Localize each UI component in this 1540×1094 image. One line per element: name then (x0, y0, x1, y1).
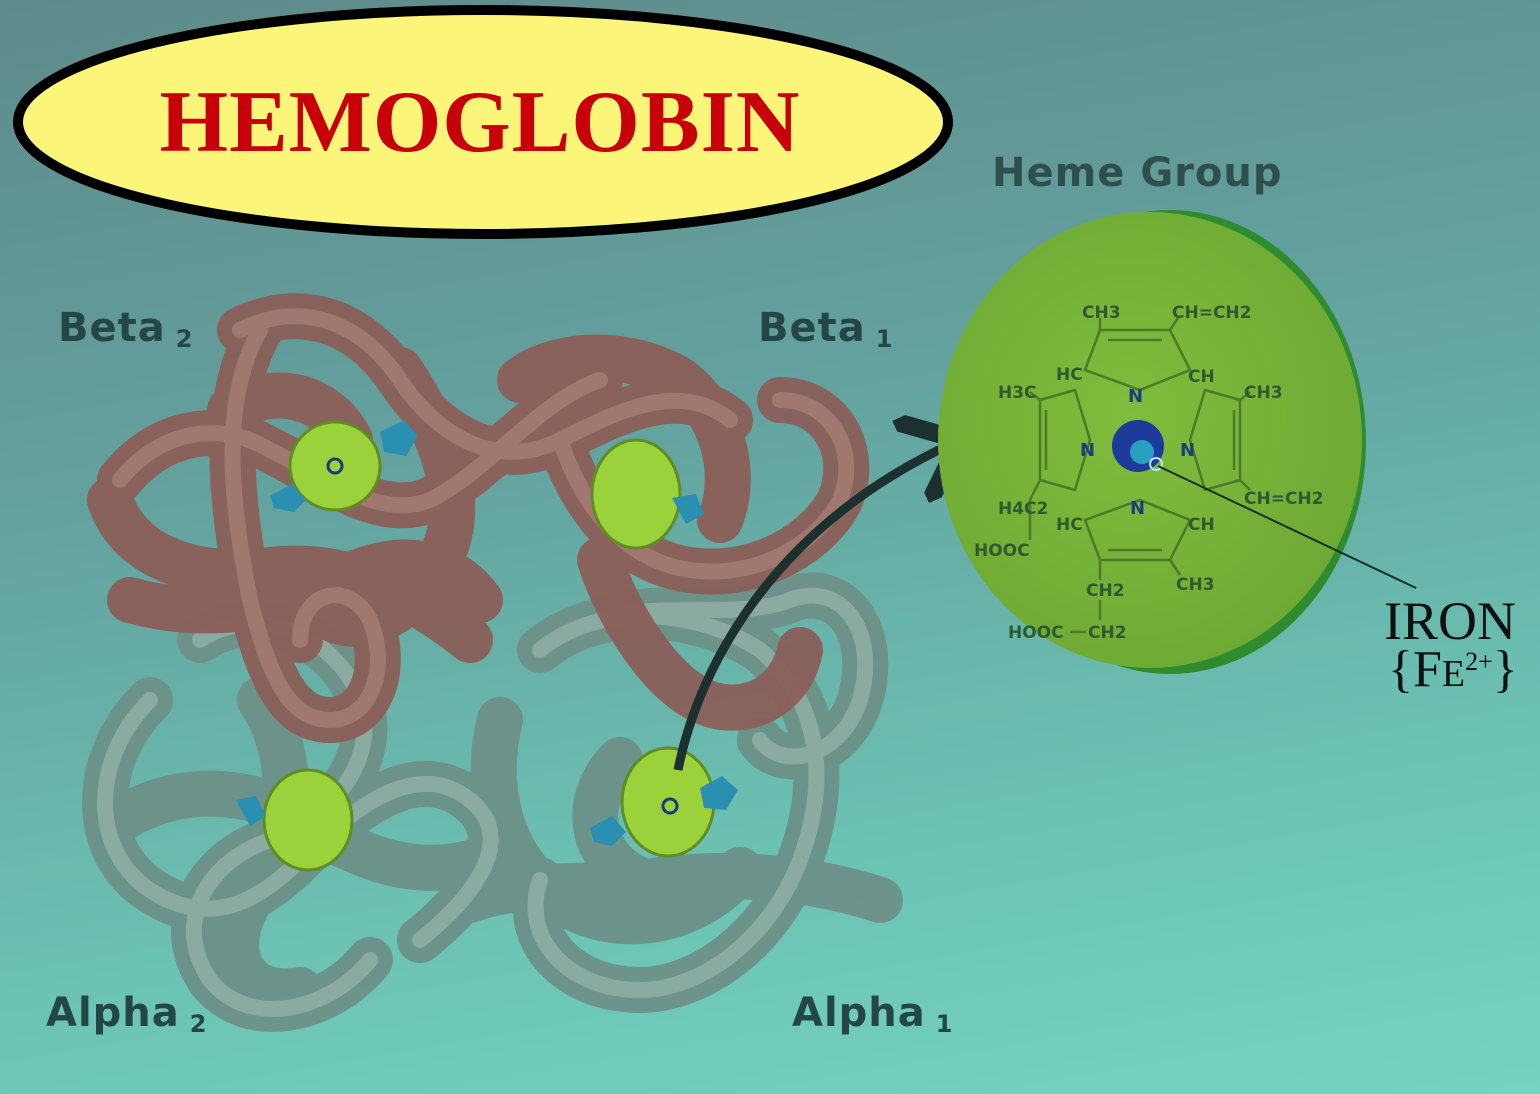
iron-symbol-f: F (1412, 641, 1442, 698)
label-alpha2-name: Alpha (46, 990, 180, 1036)
iron-symbol-e: E (1441, 653, 1466, 695)
chem-ch3-right: CH3 (1244, 383, 1283, 403)
iron-pointer-line (1157, 465, 1417, 589)
label-beta1-index: 1 (875, 325, 894, 353)
iron-charge: 2+ (1465, 646, 1493, 676)
chem-hc-lower: HC (1056, 515, 1083, 535)
porphyrin-skeleton (1028, 317, 1251, 634)
iron-label: IRON (1384, 591, 1516, 651)
chem-vinyl-right: CH=CH2 (1244, 489, 1323, 509)
chem-n-right: N (1180, 440, 1195, 461)
label-alpha1-index: 1 (935, 1010, 954, 1038)
chem-ch2-bottom2: CH2 (1088, 623, 1127, 643)
label-beta2: Beta 2 (58, 305, 194, 353)
title-ellipse (13, 5, 953, 239)
chem-hooc-left: HOOC (974, 541, 1030, 561)
chem-h3c: H3C (998, 383, 1037, 403)
heme-group-title: Heme Group (992, 150, 1283, 196)
heme-beta2 (270, 420, 418, 512)
chem-ch2-bottom: CH2 (1086, 581, 1125, 601)
chem-hooc-bottom: HOOC (1008, 623, 1064, 643)
iron-close-brace: } (1492, 641, 1518, 698)
chem-ch-upper: CH (1188, 367, 1215, 387)
label-beta1-name: Beta (758, 305, 866, 351)
heme-beta1 (590, 438, 704, 550)
chem-n-left: N (1080, 440, 1095, 461)
chem-ch3-bottom: CH3 (1176, 575, 1215, 595)
iron-open-brace: { (1388, 641, 1413, 698)
page-title: HEMOGLOBIN (159, 74, 801, 171)
chem-ch-lower: CH (1188, 515, 1215, 535)
label-alpha2-index: 2 (189, 1010, 208, 1038)
alpha-chains (82, 572, 903, 1032)
chem-n-top: N (1128, 386, 1143, 407)
label-alpha1: Alpha 1 (792, 990, 954, 1038)
iron-formula: {FE2+} (1388, 640, 1518, 699)
chem-vinyl-top: CH=CH2 (1172, 303, 1251, 323)
curved-arrow (673, 440, 960, 771)
chem-hc-upper: HC (1056, 365, 1083, 385)
label-beta1: Beta 1 (758, 305, 894, 353)
heme-alpha1 (590, 746, 738, 858)
label-beta2-index: 2 (175, 325, 194, 353)
heme-group-disc: CH3 CH=CH2 H3C HC CH CH3 N N N N CH=CH2 … (938, 210, 1417, 674)
chem-h4c2: H4C2 (998, 499, 1048, 519)
chem-n-bottom: N (1130, 498, 1145, 519)
heme-alpha2 (236, 768, 354, 872)
label-beta2-name: Beta (58, 305, 166, 351)
label-alpha1-name: Alpha (792, 990, 926, 1036)
label-alpha2: Alpha 2 (46, 990, 208, 1038)
chem-ch3-top: CH3 (1082, 303, 1121, 323)
